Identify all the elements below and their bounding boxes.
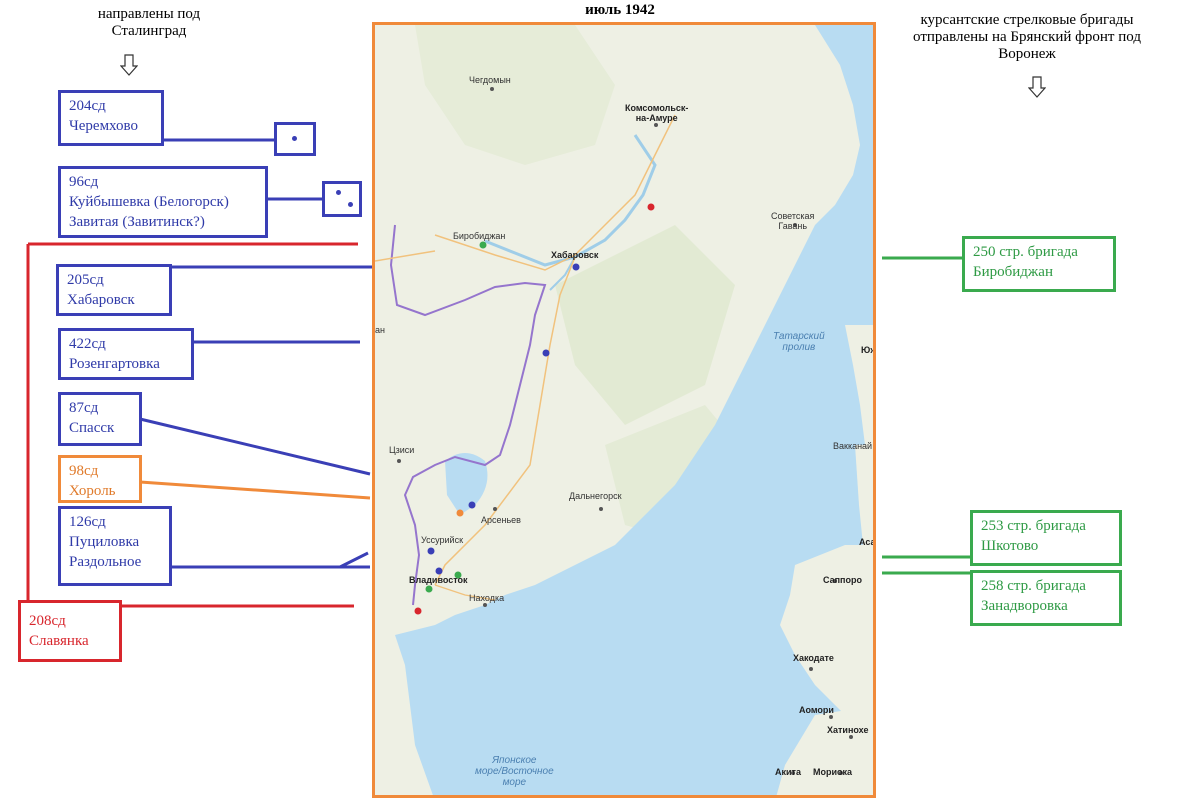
marker-rosengartovka bbox=[542, 349, 550, 357]
unit-place: Черемхово bbox=[69, 118, 138, 134]
brigade-place: Шкотово bbox=[981, 538, 1039, 554]
map-label-yuzh: Юж bbox=[861, 345, 876, 355]
marker-red-north bbox=[647, 203, 655, 211]
unit-place: Спасск bbox=[69, 420, 115, 436]
map-label-vakkanai: Вакканай bbox=[833, 441, 873, 451]
unit-place-2: Завитая (Завитинск?) bbox=[69, 214, 205, 230]
unit-box-96[interactable]: 96сд Куйбышевка (Белогорск) Завитая (Зав… bbox=[58, 166, 268, 238]
unit-code: 205сд bbox=[67, 272, 104, 288]
unit-place: Славянка bbox=[29, 633, 89, 649]
map-label-edge-an: ан bbox=[375, 325, 385, 335]
unit-box-422[interactable]: 422сд Розенгартовка bbox=[58, 328, 194, 380]
map-label-tatar-strait: Татарский пролив bbox=[773, 331, 825, 353]
map-label-asa: Аса bbox=[859, 537, 876, 547]
unit-box-98[interactable]: 98сд Хороль bbox=[58, 455, 142, 503]
map-label-hatinohe: Хатинохе bbox=[827, 725, 869, 735]
map-label-chegdomyn: Чегдомын bbox=[469, 75, 511, 85]
unit-box-87[interactable]: 87сд Спасск bbox=[58, 392, 142, 446]
map-label-vladivostok: Владивосток bbox=[409, 575, 468, 585]
map-label-komsomolsk: Комсомольск- на-Амуре bbox=[625, 103, 689, 123]
map-label-nakhodka: Находка bbox=[469, 593, 505, 603]
map-label-sovgavan: Советская Гавань bbox=[771, 211, 815, 231]
map-canvas bbox=[375, 25, 873, 795]
unit-code: 422сд bbox=[69, 336, 106, 352]
marker-spassk bbox=[468, 501, 476, 509]
unit-code: 208сд bbox=[29, 613, 66, 629]
unit-place: Куйбышевка (Белогорск) bbox=[69, 194, 229, 210]
brigade-box-253[interactable]: 253 стр. бригада Шкотово bbox=[970, 510, 1122, 566]
brigade-place: Биробиджан bbox=[973, 264, 1053, 280]
unit-place: Хабаровск bbox=[67, 292, 135, 308]
map-label-arsenyev: Арсеньев bbox=[481, 515, 521, 525]
marker-slavyanka bbox=[414, 607, 422, 615]
right-header: курсантские стрелковые бригады отправлен… bbox=[913, 12, 1141, 62]
map-label-aomori: Аомори bbox=[799, 705, 834, 715]
unit-place: Пуциловка bbox=[69, 534, 140, 550]
marker-razdolnoe bbox=[435, 567, 443, 575]
unit-code: 126сд bbox=[69, 514, 106, 530]
unit-box-208[interactable]: 208сд Славянка bbox=[18, 600, 122, 662]
map-title: июль 1942 bbox=[585, 2, 655, 18]
map-label-ussuriysk: Уссурийск bbox=[421, 535, 464, 545]
marker-putsilovka bbox=[427, 547, 435, 555]
map-frame[interactable]: Чегдомын Комсомольск- на-Амуре Советская… bbox=[372, 22, 876, 798]
brigade-box-258[interactable]: 258 стр. бригада Занадворовка bbox=[970, 570, 1122, 626]
unit-box-205[interactable]: 205сд Хабаровск bbox=[56, 264, 172, 316]
map-label-birobidzhan: Биробиджан bbox=[453, 231, 506, 241]
unit-code: 87сд bbox=[69, 400, 99, 416]
map-label-khabarovsk: Хабаровск bbox=[551, 250, 599, 260]
unit-code: 204сд bbox=[69, 98, 106, 114]
map-label-japan-sea: Японское море/Восточное море bbox=[475, 755, 554, 788]
marker-shkotovo bbox=[454, 571, 462, 579]
marker-zanadvorovka bbox=[425, 585, 433, 593]
unit-box-126[interactable]: 126сд Пуциловка Раздольное bbox=[58, 506, 172, 586]
unit-code: 98сд bbox=[69, 463, 99, 479]
brigade-code: 253 стр. бригада bbox=[981, 518, 1086, 534]
map-label-hakodate: Хакодате bbox=[793, 653, 834, 663]
unit-place: Хороль bbox=[69, 483, 116, 499]
marker-khorol bbox=[456, 509, 464, 517]
brigade-place: Занадворовка bbox=[981, 598, 1068, 614]
unit-place-2: Раздольное bbox=[69, 554, 142, 570]
brigade-code: 258 стр. бригада bbox=[981, 578, 1086, 594]
map-label-dalnegorsk: Дальнегорск bbox=[569, 491, 622, 501]
marker-box-one-dot bbox=[274, 122, 316, 156]
map-label-sapporo: Саппоро bbox=[823, 575, 862, 585]
arrow-down-icon bbox=[120, 54, 138, 76]
marker-birobidzhan bbox=[479, 241, 487, 249]
unit-place: Розенгартовка bbox=[69, 356, 160, 372]
unit-box-204[interactable]: 204сд Черемхово bbox=[58, 90, 164, 146]
unit-code: 96сд bbox=[69, 174, 99, 190]
left-header: направлены под Сталинград bbox=[97, 6, 201, 39]
map-label-akita: Акита bbox=[775, 767, 801, 777]
arrow-down-icon bbox=[1028, 76, 1046, 98]
map-label-jixi: Цзиси bbox=[389, 445, 415, 455]
map-label-morioka: Мориока bbox=[813, 767, 853, 777]
marker-khabarovsk bbox=[572, 263, 580, 271]
brigade-code: 250 стр. бригада bbox=[973, 244, 1078, 260]
brigade-box-250[interactable]: 250 стр. бригада Биробиджан bbox=[962, 236, 1116, 292]
marker-box-two-dots bbox=[322, 181, 362, 217]
